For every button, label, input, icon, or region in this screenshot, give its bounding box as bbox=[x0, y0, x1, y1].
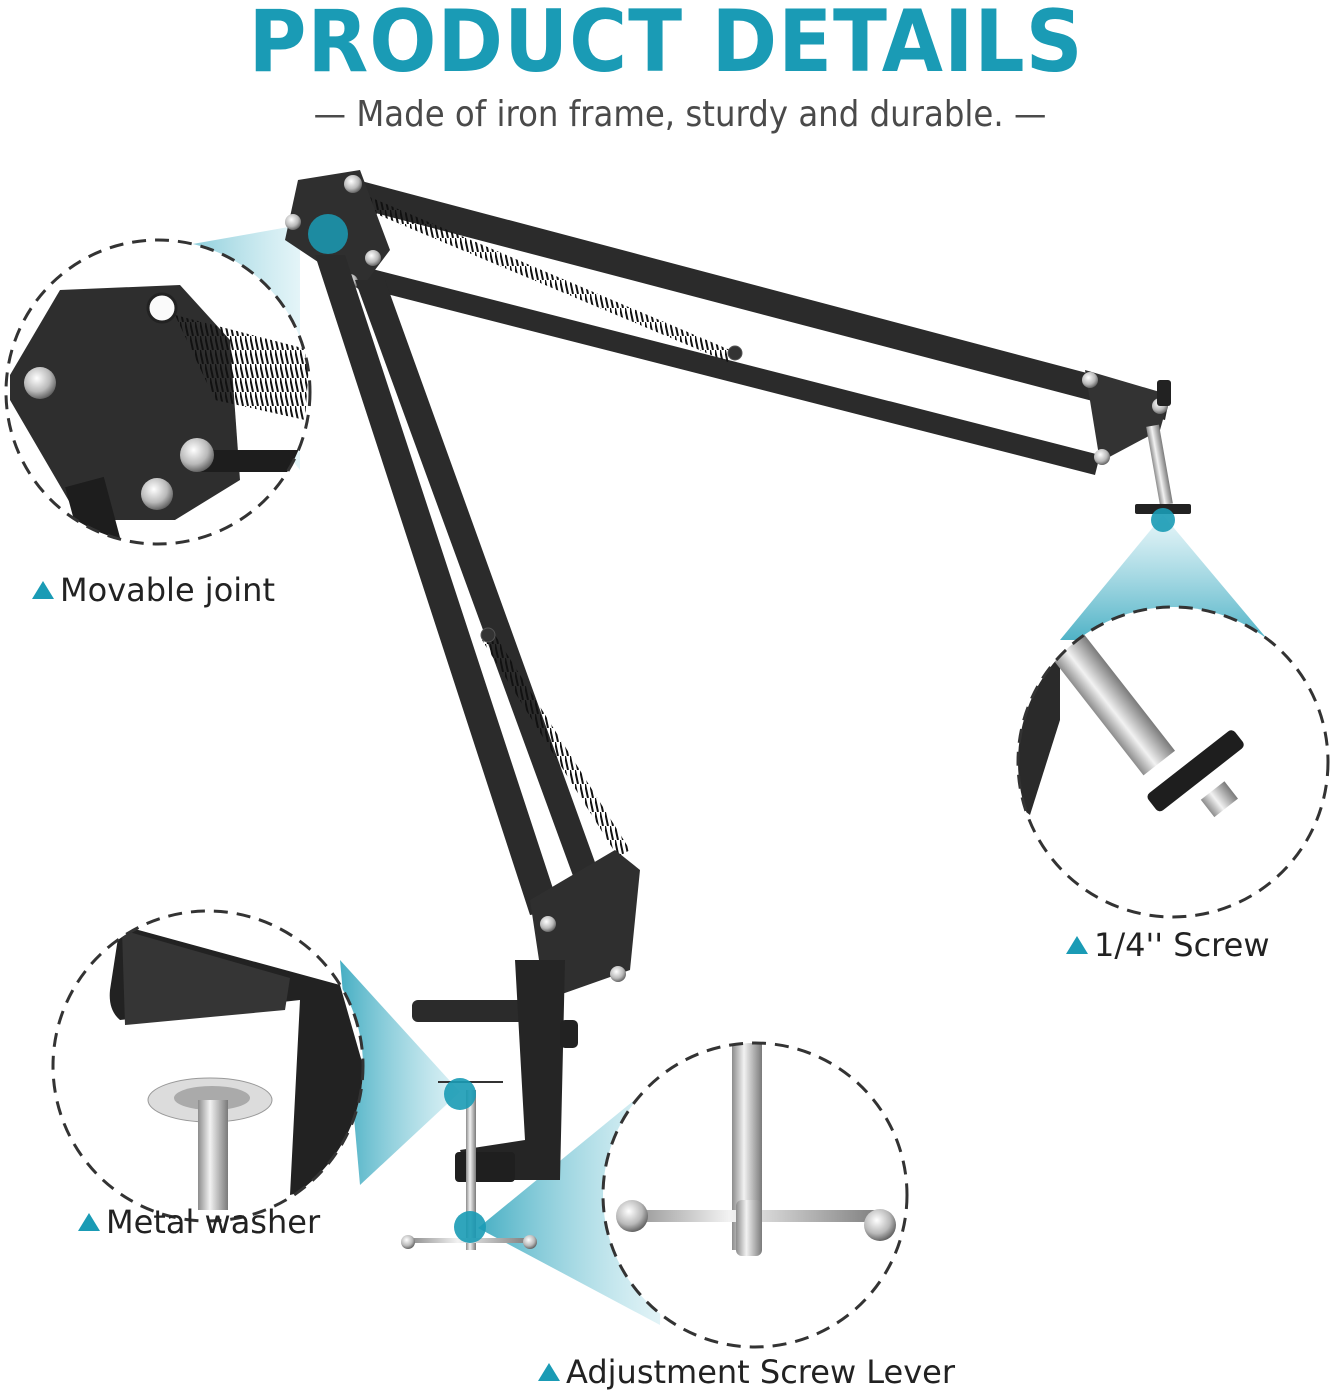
triangle-bullet-icon bbox=[78, 1213, 100, 1231]
page-title: PRODUCT DETAILS bbox=[248, 0, 1084, 92]
callout-text: 1/4'' Screw bbox=[1094, 926, 1270, 964]
triangle-bullet-icon bbox=[32, 581, 54, 599]
callout-text: Adjustment Screw Lever bbox=[566, 1353, 956, 1391]
detail-circle-washer bbox=[51, 909, 365, 1223]
callout-label-washer: Metal washer bbox=[78, 1202, 320, 1242]
callout-text: Movable joint bbox=[60, 571, 275, 609]
callout-label-screw: 1/4'' Screw bbox=[1066, 925, 1269, 965]
callout-label-movable-joint: Movable joint bbox=[32, 570, 275, 610]
upper-arm bbox=[340, 178, 1191, 532]
detail-circle-lever bbox=[601, 1041, 909, 1349]
callout-text: Metal washer bbox=[106, 1203, 321, 1241]
lower-arm bbox=[315, 255, 640, 1000]
triangle-bullet-icon bbox=[1066, 936, 1088, 954]
page-subtitle: — Made of iron frame, sturdy and durable… bbox=[313, 94, 1047, 135]
detail-circle-screw bbox=[1016, 605, 1330, 919]
callout-label-lever: Adjustment Screw Lever bbox=[538, 1352, 955, 1392]
triangle-bullet-icon bbox=[538, 1363, 560, 1381]
desk-clamp bbox=[401, 960, 578, 1250]
